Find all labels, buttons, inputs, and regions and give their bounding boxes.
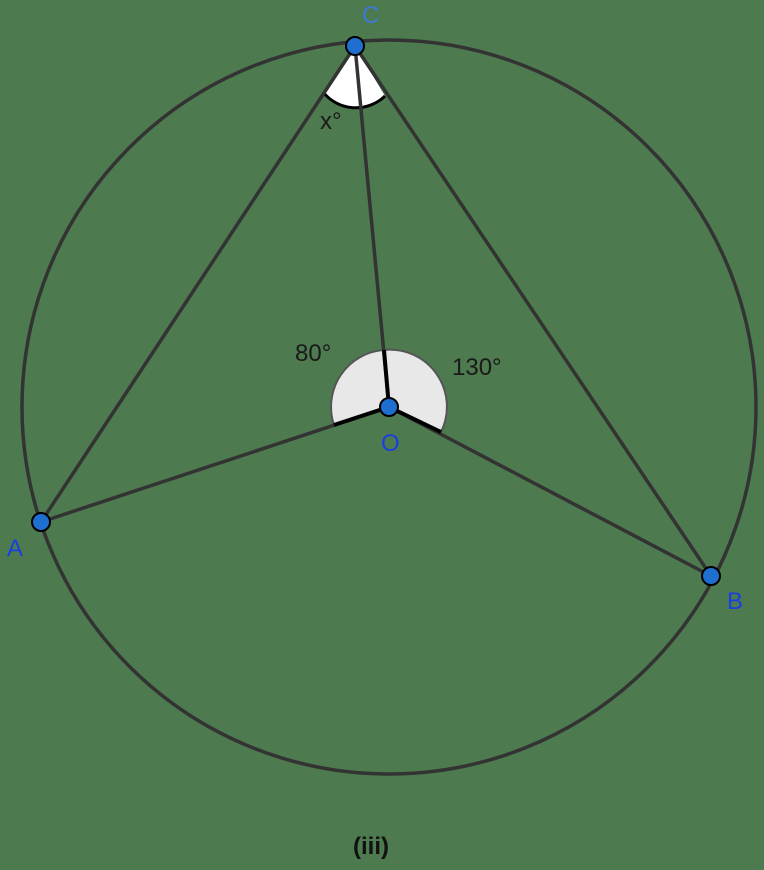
label-b: B <box>727 588 744 615</box>
angle-arc-x <box>321 91 387 110</box>
circle <box>20 38 758 776</box>
segment-ob <box>388 405 712 578</box>
angle-sector-aoc <box>330 348 391 427</box>
point-a <box>31 512 51 532</box>
label-a: A <box>7 535 24 562</box>
angle-label-130: 130° <box>452 354 502 381</box>
angle-label-80: 80° <box>295 340 332 367</box>
segment-co <box>353 45 391 408</box>
segment-cb <box>353 45 713 577</box>
angle-sector-x <box>323 46 385 108</box>
segment-ca <box>39 45 357 523</box>
label-o: O <box>381 430 400 457</box>
point-o <box>379 397 399 417</box>
figure-caption: (iii) <box>353 833 389 860</box>
label-c: C <box>362 2 380 29</box>
angle-label-x: x° <box>320 108 342 135</box>
point-b <box>701 566 721 586</box>
segment-oa <box>40 405 390 524</box>
point-c <box>345 36 365 56</box>
